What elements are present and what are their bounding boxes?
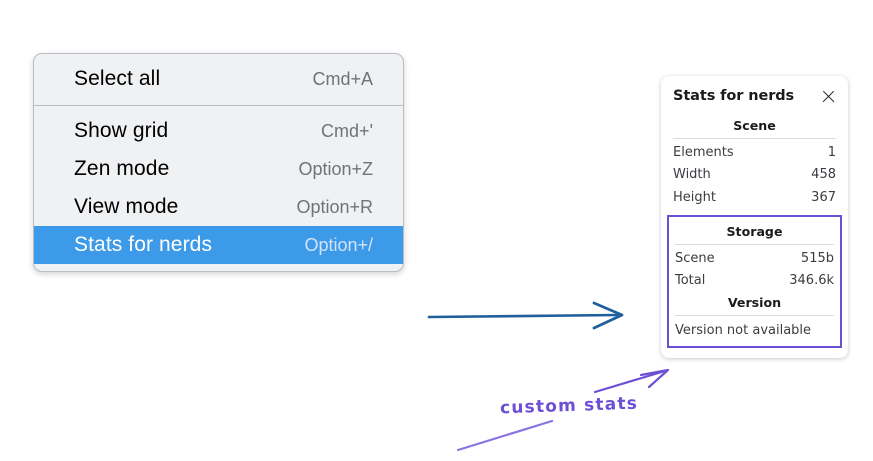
scene-section: Scene Elements 1 Width 458 Height 367 <box>673 116 836 209</box>
context-menu[interactable]: Select all Cmd+A Show grid Cmd+' Zen mod… <box>33 53 404 272</box>
menu-item-shortcut: Cmd+' <box>321 120 373 141</box>
custom-stats-block: Storage Scene 515b Total 346.6k Version … <box>667 214 842 349</box>
menu-item-shortcut: Option+/ <box>304 234 373 255</box>
stat-value: 515b <box>800 250 834 266</box>
divider <box>675 243 834 245</box>
version-section-heading: Version <box>727 295 782 311</box>
divider <box>673 138 836 139</box>
stat-row: Height 367 <box>673 187 836 209</box>
stats-panel-header: Stats for nerds <box>673 88 836 104</box>
menu-item-stats-for-nerds[interactable]: Stats for nerds Option+/ <box>34 226 403 264</box>
menu-item-label: Select all <box>74 67 161 90</box>
menu-item-shortcut: Option+R <box>296 196 373 217</box>
menu-item-zen-mode[interactable]: Zen mode Option+Z <box>34 150 403 188</box>
menu-item-view-mode[interactable]: View mode Option+R <box>34 188 403 226</box>
stat-value: 458 <box>811 167 836 183</box>
stat-value: 367 <box>811 189 836 205</box>
version-value: Version not available <box>675 323 812 339</box>
underline-stroke <box>456 419 554 452</box>
menu-item-select-all[interactable]: Select all Cmd+A <box>34 60 403 98</box>
menu-group-2: Show grid Cmd+' Zen mode Option+Z View m… <box>34 105 403 271</box>
custom-stats-annotation-label: custom stats <box>499 393 639 419</box>
menu-item-show-grid[interactable]: Show grid Cmd+' <box>34 112 403 150</box>
scene-section-heading: Scene <box>733 118 776 133</box>
divider <box>675 315 834 317</box>
stat-value: 346.6k <box>789 273 834 288</box>
panel-title: Stats for nerds <box>673 88 795 104</box>
menu-item-label: Zen mode <box>74 157 170 180</box>
callout-arrow <box>593 368 670 394</box>
stats-for-nerds-panel: Stats for nerds Scene Elements 1 Width 4… <box>661 76 848 359</box>
close-icon[interactable] <box>821 89 836 104</box>
storage-section-heading: Storage <box>726 223 783 239</box>
stat-row: Width 458 <box>673 164 836 186</box>
stat-key: Height <box>673 189 716 205</box>
stat-row: Scene 515b <box>675 248 834 270</box>
menu-group-1: Select all Cmd+A <box>34 54 403 105</box>
menu-item-shortcut: Cmd+A <box>312 68 373 89</box>
menu-item-shortcut: Option+Z <box>298 158 373 179</box>
stat-key: Scene <box>675 250 715 266</box>
stat-row: Elements 1 <box>673 142 836 164</box>
stat-key: Elements <box>673 145 734 160</box>
flow-arrow <box>427 301 624 330</box>
stat-value: 1 <box>827 145 836 160</box>
menu-item-label: Stats for nerds <box>74 233 213 256</box>
menu-item-label: Show grid <box>74 119 169 142</box>
stat-row: Total 346.6k <box>675 270 834 292</box>
stat-key: Width <box>673 167 711 183</box>
stat-key: Total <box>675 273 706 288</box>
menu-item-label: View mode <box>74 195 179 218</box>
